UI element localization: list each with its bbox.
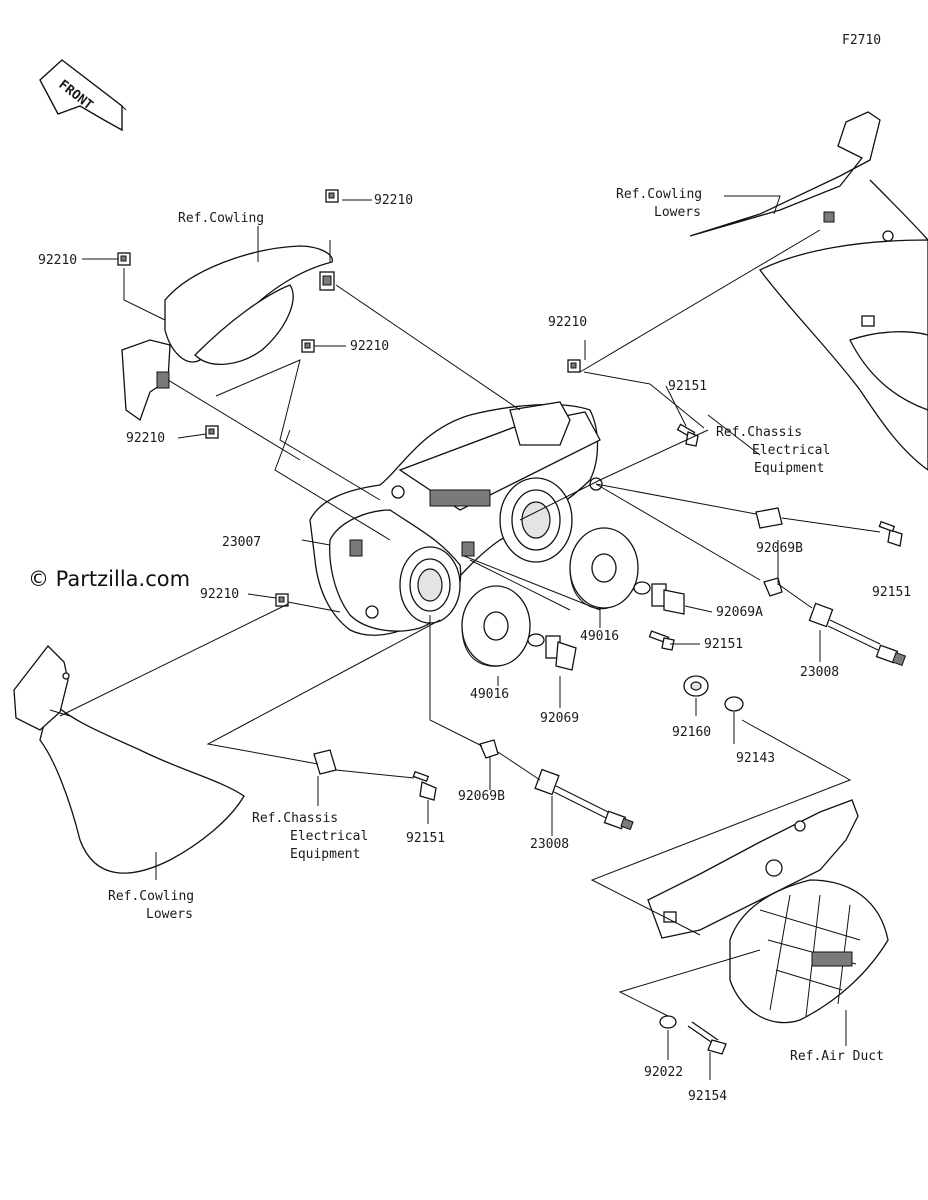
clip-92210-top bbox=[325, 189, 339, 203]
label-92210: 92210 bbox=[350, 339, 389, 354]
clip-92210-low bbox=[205, 425, 219, 439]
chassis-bracket-left bbox=[313, 749, 337, 775]
leader-lines bbox=[59, 195, 881, 1080]
clip-92210-mid bbox=[301, 339, 315, 353]
label-92210: 92210 bbox=[200, 587, 239, 602]
callout-labels: 92210 92210 92210 92210 92210 92210 9215… bbox=[38, 187, 911, 1104]
ref-chassis-right: Ref.Chassis bbox=[716, 425, 802, 440]
label-92210: 92210 bbox=[374, 193, 413, 208]
label-23008: 23008 bbox=[800, 665, 839, 680]
clip-92210-right bbox=[567, 359, 581, 373]
ref-chassis-right: Electrical bbox=[752, 443, 830, 458]
label-49016: 49016 bbox=[470, 687, 509, 702]
ref-cowling-lowers-bottom: Lowers bbox=[146, 907, 193, 922]
ref-chassis-left: Ref.Chassis bbox=[252, 811, 338, 826]
label-92154: 92154 bbox=[688, 1089, 727, 1104]
label-92069: 92069 bbox=[540, 711, 579, 726]
label-92069A: 92069A bbox=[716, 605, 763, 620]
clip-92210-left bbox=[117, 252, 131, 266]
bolt-92151-c bbox=[878, 520, 903, 547]
label-92210: 92210 bbox=[38, 253, 77, 268]
label-23007: 23007 bbox=[222, 535, 261, 550]
bolt-92151-d bbox=[412, 770, 437, 801]
figure-code: F2710 bbox=[842, 33, 881, 48]
label-92069B: 92069B bbox=[458, 789, 505, 804]
bulb-92069A bbox=[633, 581, 685, 615]
clip-92210-side bbox=[275, 593, 289, 607]
bolt-92154 bbox=[687, 1021, 727, 1055]
washer-92143 bbox=[724, 696, 744, 712]
label-92151: 92151 bbox=[406, 831, 445, 846]
ref-chassis-right: Equipment bbox=[754, 461, 824, 476]
ref-air-duct: Ref.Air Duct bbox=[790, 1049, 884, 1064]
label-23008: 23008 bbox=[530, 837, 569, 852]
cowling-lowers-upper-right bbox=[689, 111, 928, 471]
partzilla-watermark: © Partzilla.com bbox=[28, 567, 190, 591]
dust-cover-left bbox=[461, 585, 531, 667]
washer-92022 bbox=[659, 1015, 677, 1029]
label-92151: 92151 bbox=[668, 379, 707, 394]
grommet-92160 bbox=[683, 675, 709, 697]
chassis-bracket-right bbox=[755, 507, 783, 529]
label-92143: 92143 bbox=[736, 751, 775, 766]
dust-cover-right bbox=[569, 527, 639, 610]
headlight-assembly bbox=[309, 401, 603, 636]
upper-cowling-inner bbox=[121, 240, 335, 422]
ref-cowling: Ref.Cowling bbox=[178, 211, 264, 226]
label-92022: 92022 bbox=[644, 1065, 683, 1080]
socket-harness-right bbox=[808, 602, 907, 667]
label-49016: 49016 bbox=[580, 629, 619, 644]
ref-cowling-lowers-top: Ref.Cowling bbox=[616, 187, 702, 202]
label-92151: 92151 bbox=[872, 585, 911, 600]
label-92151: 92151 bbox=[704, 637, 743, 652]
label-92069B: 92069B bbox=[756, 541, 803, 556]
front-arrow-icon: FRONT bbox=[39, 59, 127, 132]
ref-chassis-left: Equipment bbox=[290, 847, 360, 862]
ref-cowling-lowers-top: Lowers bbox=[654, 205, 701, 220]
ref-cowling-lowers-bottom: Ref.Cowling bbox=[108, 889, 194, 904]
label-92210: 92210 bbox=[548, 315, 587, 330]
ref-chassis-left: Electrical bbox=[290, 829, 368, 844]
bulb-92069 bbox=[527, 633, 577, 671]
cowling-lowers-bottom-left bbox=[13, 645, 245, 874]
bolt-92151-b bbox=[648, 630, 675, 651]
air-duct-bracket bbox=[647, 799, 889, 1024]
position-bulb-left bbox=[479, 739, 499, 759]
position-bulb-right bbox=[763, 577, 783, 597]
socket-harness-left bbox=[534, 768, 634, 831]
label-92210: 92210 bbox=[126, 431, 165, 446]
label-92160: 92160 bbox=[672, 725, 711, 740]
